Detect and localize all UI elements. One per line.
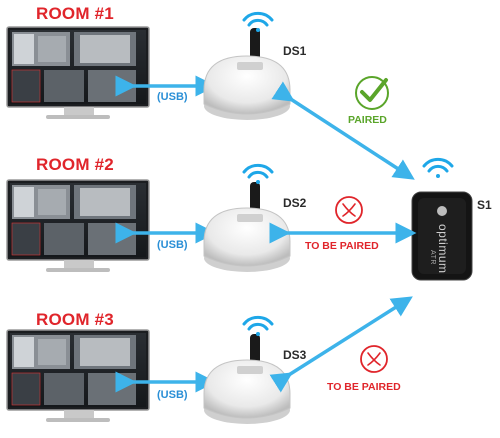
docking-station-ds2 (203, 182, 291, 272)
status-to-be-paired-room2: TO BE PAIRED (305, 240, 379, 252)
room-label-1: ROOM #1 (36, 4, 114, 23)
docking-station-ds1 (203, 28, 291, 120)
monitor-room1 (6, 26, 150, 119)
wifi-icon-ds2 (242, 163, 274, 184)
device-label-ds1: DS1 (283, 44, 307, 58)
usb-label-3: (USB) (157, 389, 188, 401)
sensor-s1 (411, 191, 473, 281)
usb-label-1: (USB) (157, 91, 188, 103)
pairing-arrow-ds3-s1 (269, 296, 413, 393)
room-label-2: ROOM #2 (36, 155, 114, 174)
wifi-icon-ds1 (242, 11, 274, 32)
room-label-3: ROOM #3 (36, 310, 114, 329)
cross-circle-icon-room3 (360, 345, 388, 373)
wifi-icon-ds3 (242, 315, 274, 336)
device-label-ds2: DS2 (283, 196, 307, 210)
status-paired: PAIRED (348, 114, 387, 126)
docking-station-ds3 (203, 334, 291, 424)
pairing-arrow-ds1-s1 (271, 81, 415, 180)
sensor-small-text: ATR (429, 250, 436, 265)
device-label-ds3: DS3 (283, 348, 307, 362)
monitor-room3 (6, 329, 150, 422)
status-to-be-paired-room3: TO BE PAIRED (327, 381, 401, 393)
sensor-label: S1 (477, 198, 492, 212)
check-circle-icon (355, 76, 389, 110)
cross-circle-icon-room2 (335, 196, 363, 224)
wifi-icon-s1 (422, 157, 454, 178)
sensor-brand-text: optimum (436, 224, 450, 274)
monitor-room2 (6, 179, 150, 272)
usb-label-2: (USB) (157, 239, 188, 251)
